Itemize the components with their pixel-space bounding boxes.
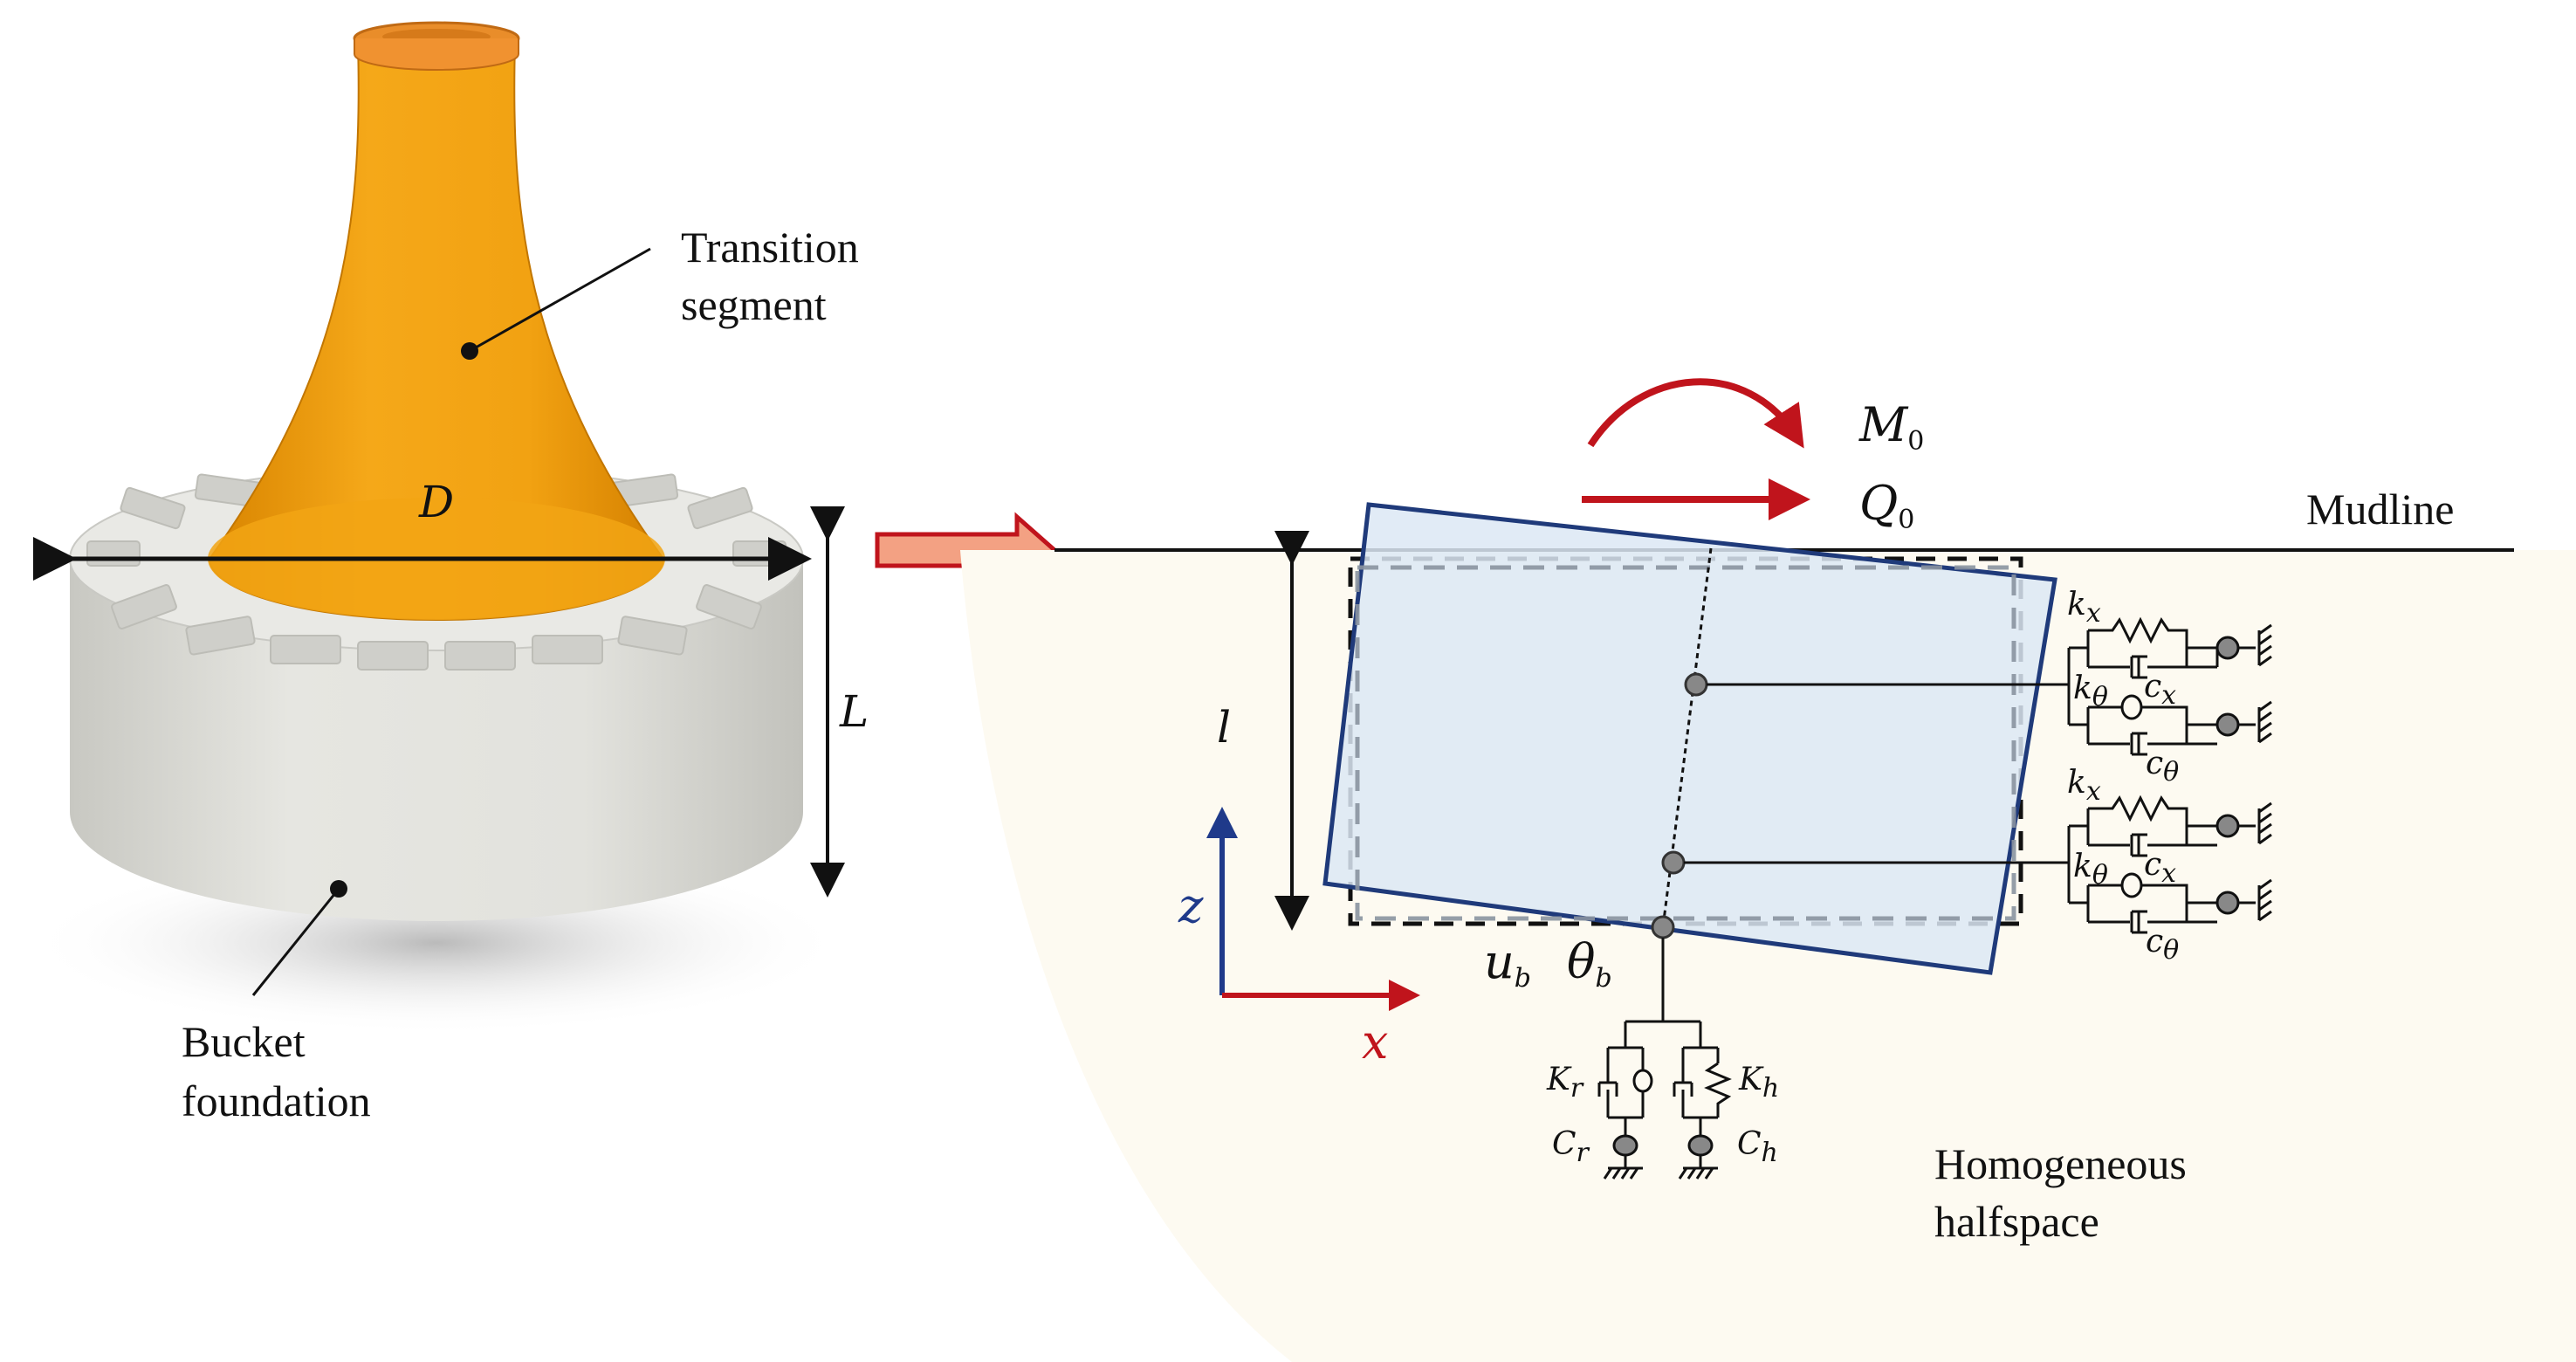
bucket-leader-dot [330,880,347,898]
cx-label-lower: cx [2144,847,2176,889]
ktheta-label-lower: kθ [2073,849,2108,891]
mudline-label: Mudline [2306,485,2454,533]
spring-supports [2187,623,2272,922]
embedment-symbol: l [1217,702,1231,753]
node-upper [1684,672,1708,697]
Ch-label: Ch [1737,1126,1778,1168]
transition-leader [469,247,651,353]
top-flange-rim [354,38,519,71]
node-lower [1661,850,1686,875]
rotated-bucket-body [1322,502,2057,975]
ub-label: ub [1484,934,1531,994]
length-symbol: L [839,686,869,737]
Kr-label: Kr [1546,1062,1584,1104]
cx-label-upper: cx [2144,669,2176,711]
thetab-label: θb [1567,934,1612,994]
moment-symbol: M0 [1858,397,1924,457]
base-spring-group [1597,938,1732,1180]
kx-label-lower: kx [2067,765,2101,807]
ktheta-label-upper: kθ [2073,671,2108,712]
Cr-label: Cr [1552,1126,1590,1168]
kx-label-upper: kx [2067,587,2101,629]
z-axis-label: z [1178,878,1204,933]
base-support-left [1612,1134,1638,1157]
bucket-leader [251,888,340,996]
upper-spring-group [2067,616,2219,756]
initial-position-inner [1355,565,2016,921]
bucket-3d-render [26,21,847,1035]
base-support-right [1687,1134,1714,1157]
transition-leader-dot [461,342,478,360]
shear-symbol: Q0 [1859,476,1914,535]
transition-label: Transition segment [681,223,869,329]
ctheta-label-upper: cθ [2146,746,2179,788]
bucket-label: Bucket foundation [182,1017,371,1125]
moment-arrow [1587,378,1804,449]
Kh-label: Kh [1738,1062,1779,1104]
halfspace-label: Homogeneous halfspace [1934,1139,2197,1246]
ctheta-label-lower: cθ [2146,924,2179,966]
x-axis-label: x [1362,1015,1388,1070]
bucket-wall [70,559,803,921]
node-base [1651,915,1675,939]
diameter-symbol: D [418,477,454,527]
